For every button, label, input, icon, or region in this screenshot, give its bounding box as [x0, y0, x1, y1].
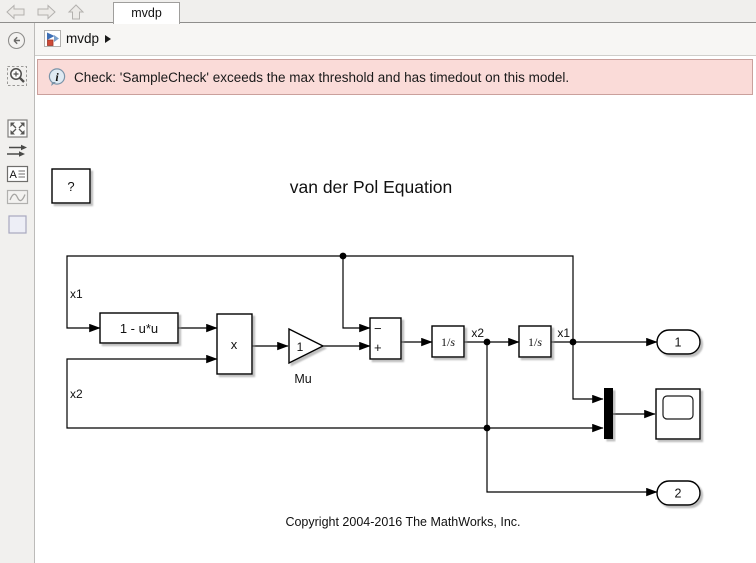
- model-title[interactable]: van der Pol Equation: [290, 177, 452, 197]
- breadcrumb-expand-icon[interactable]: [104, 34, 112, 44]
- label-x1-feedback[interactable]: x1: [70, 287, 83, 301]
- help-block[interactable]: ?: [51, 168, 91, 204]
- sum-minus-sign: −: [374, 321, 382, 336]
- back-icon[interactable]: [6, 4, 26, 20]
- copyright-annotation[interactable]: Copyright 2004-2016 The MathWorks, Inc.: [285, 515, 520, 529]
- mux-block[interactable]: [604, 388, 613, 439]
- scope-screen: [662, 395, 694, 420]
- integrator1-block[interactable]: 1/s: [431, 325, 465, 358]
- breadcrumb-model-name[interactable]: mvdp: [66, 31, 100, 46]
- signal-wires[interactable]: [66, 252, 658, 497]
- outport1-block[interactable]: 1: [656, 329, 701, 355]
- integrator2-s: s: [537, 335, 542, 349]
- branch-dot: [483, 424, 491, 432]
- branch-dot: [569, 338, 577, 346]
- branch-dot: [483, 338, 491, 346]
- fit-to-view-icon[interactable]: [6, 117, 29, 140]
- svg-text:i: i: [55, 70, 59, 84]
- back-circle-icon[interactable]: [7, 31, 26, 50]
- tab-bar: mvdp: [0, 0, 756, 24]
- wire-x1-to-mux[interactable]: [572, 342, 604, 404]
- product-block-label: x: [231, 337, 238, 352]
- block-diagram[interactable]: van der Pol Equation Copyright 2004-2016…: [35, 56, 756, 563]
- breadcrumb-bar: mvdp: [35, 23, 756, 56]
- integrator2-num: 1/: [528, 335, 538, 349]
- signal-lines-icon[interactable]: [6, 142, 29, 160]
- outport2-label: 2: [675, 487, 682, 501]
- label-x2-feedback[interactable]: x2: [70, 387, 83, 401]
- info-icon: i: [48, 67, 66, 86]
- fcn-block[interactable]: 1 - u*u: [99, 312, 179, 344]
- forward-icon[interactable]: [36, 4, 56, 20]
- label-x2-signal[interactable]: x2: [471, 326, 484, 340]
- up-icon[interactable]: [66, 4, 86, 20]
- wire-x2-feedback[interactable]: [66, 354, 487, 429]
- branch-dot: [339, 252, 347, 260]
- notification-bar: i Check: 'SampleCheck' exceeds the max t…: [37, 59, 753, 95]
- palette-sidebar: A: [0, 23, 35, 563]
- zoom-to-region-icon[interactable]: [6, 65, 29, 88]
- help-block-label: ?: [67, 179, 74, 194]
- annotation-icon[interactable]: A: [6, 164, 29, 184]
- svg-text:1/s: 1/s: [441, 335, 455, 349]
- model-canvas[interactable]: i Check: 'SampleCheck' exceeds the max t…: [35, 56, 756, 563]
- integrator2-block[interactable]: 1/s: [518, 325, 552, 358]
- wire-x2-to-outport2[interactable]: [486, 342, 658, 497]
- svg-text:A: A: [10, 169, 18, 181]
- product-block[interactable]: x: [216, 313, 253, 375]
- label-x1-signal[interactable]: x1: [557, 326, 570, 340]
- gain-name-label[interactable]: Mu: [294, 372, 311, 386]
- sum-block[interactable]: − +: [369, 317, 402, 360]
- tab-mvdp[interactable]: mvdp: [113, 2, 180, 24]
- fcn-block-label: 1 - u*u: [120, 321, 158, 336]
- outport2-block[interactable]: 2: [656, 480, 701, 506]
- outport1-label: 1: [675, 336, 682, 350]
- tab-label: mvdp: [131, 6, 162, 20]
- notification-text: Check: 'SampleCheck' exceeds the max thr…: [74, 69, 570, 85]
- image-capture-icon[interactable]: [6, 188, 29, 206]
- gain-value: 1: [297, 340, 304, 354]
- wire-to-sum-minus[interactable]: [342, 256, 371, 333]
- breadcrumb[interactable]: mvdp: [44, 30, 112, 47]
- integrator1-s: s: [450, 335, 455, 349]
- viewport-icon[interactable]: [6, 213, 29, 236]
- gain-block[interactable]: 1 Mu: [288, 327, 325, 386]
- svg-text:1/s: 1/s: [528, 335, 542, 349]
- integrator1-num: 1/: [441, 335, 451, 349]
- simulink-model-icon: [44, 30, 61, 47]
- sum-plus-sign: +: [374, 340, 382, 355]
- wire-x1-feedback[interactable]: [66, 255, 574, 342]
- scope-block[interactable]: [655, 388, 701, 440]
